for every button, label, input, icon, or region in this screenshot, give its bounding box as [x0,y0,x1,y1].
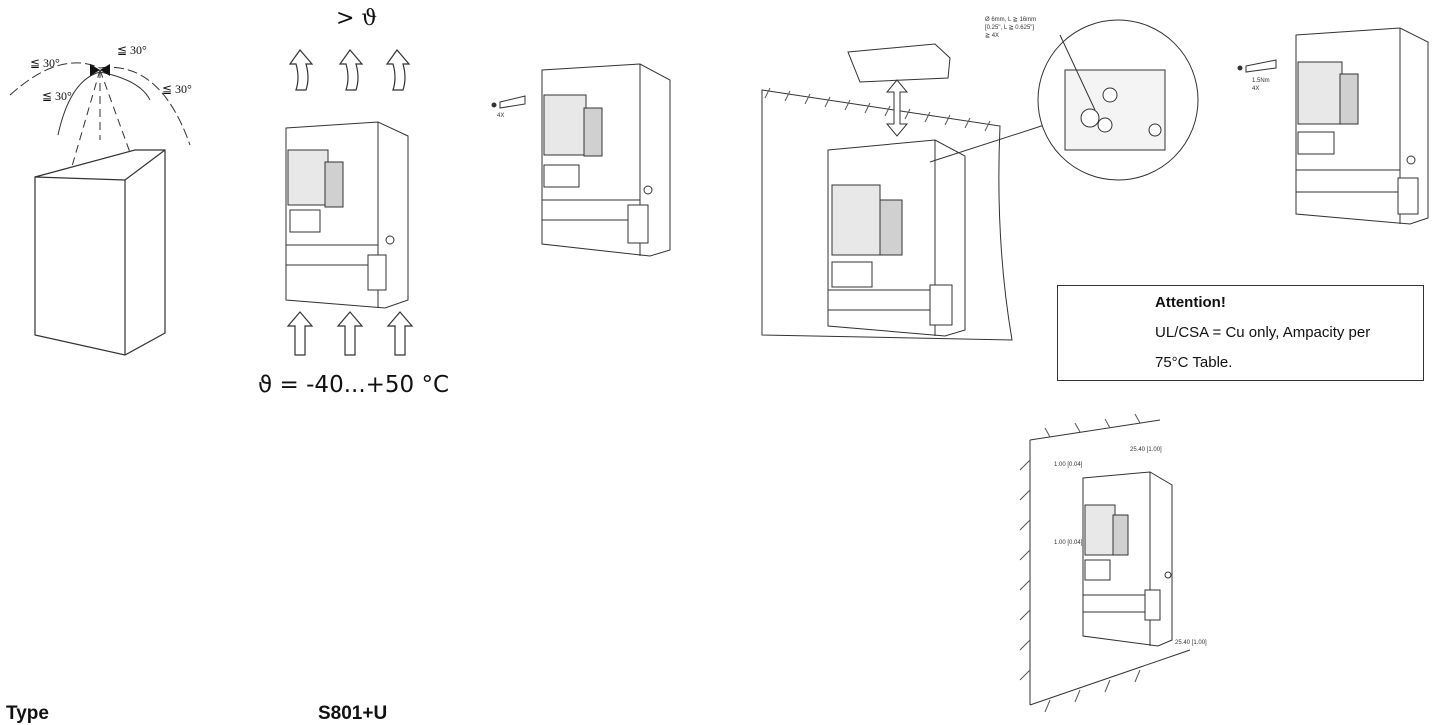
screw-count-b: 4X [1252,86,1260,92]
wall-mount-drawing [761,19,1429,360]
clearance-side-upper: 1.00 [0.04] [1054,462,1083,468]
screw-count-a: 4X [497,113,505,119]
type-label: Type [6,703,49,724]
wire-spec-line-2: [0.25", L ≧ 0.625"] [985,25,1035,31]
tilt-box-drawing [9,62,191,356]
attention-line-1: UL/CSA = Cu only, Ampacity per [1155,324,1371,341]
angle-label-left-inner: ≦ 30° [42,89,72,103]
torque-label: 1.5Nm [1252,78,1270,84]
temperature-limit-label: > ϑ [336,6,378,31]
angle-label-top: ≦ 30° [117,43,147,57]
wire-spec-line-3: ≧ 4X [985,33,1000,39]
clearance-bottom: 25.40 [1.00] [1175,640,1207,646]
type-value: S801+U [318,703,388,724]
temperature-range-label: ϑ = -40...+50 °C [258,372,450,398]
angle-label-left-outer: ≦ 30° [30,56,60,70]
angle-label-right: ≦ 30° [162,82,192,96]
wire-spec-line-1: Ø 6mm, L ≧ 16mm [985,17,1037,23]
device-with-screws [491,63,671,257]
airflow-arrows-and-device [285,49,414,356]
clearance-top: 25.40 [1.00] [1130,447,1162,453]
attention-line-2: 75°C Table. [1155,354,1233,371]
attention-title: Attention! [1155,294,1226,311]
clearance-side-lower: 1.00 [0.04] [1054,540,1083,546]
attention-note: Attention! UL/CSA = Cu only, Ampacity pe… [1057,285,1424,381]
